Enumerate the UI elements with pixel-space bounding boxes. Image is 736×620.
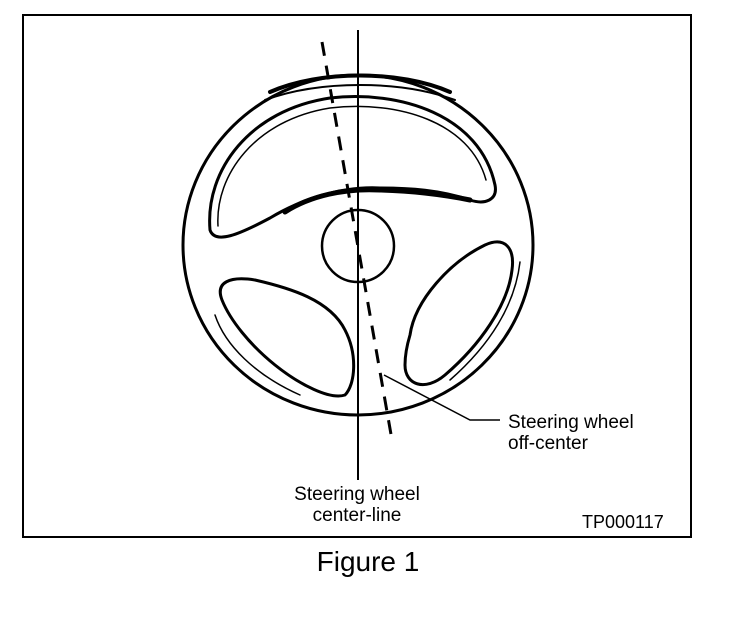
- off-center-label-line2: off-center: [508, 433, 588, 454]
- wheel-lower-left-opening: [218, 277, 356, 398]
- wheel-rim-highlight: [268, 73, 452, 94]
- wheel-lower-right-opening: [403, 240, 515, 386]
- off-center-label-line1: Steering wheel: [508, 412, 634, 433]
- off-center-label: Steering wheel off-center: [508, 412, 634, 454]
- figure-caption: Figure 1: [316, 546, 420, 577]
- center-line-label: Steering wheel center-line: [282, 484, 432, 526]
- off-center-line: [320, 41, 394, 441]
- center-line-label-line2: center-line: [312, 505, 402, 526]
- figure-code: TP000117: [582, 512, 664, 532]
- off-center-leader: [383, 374, 500, 421]
- figure-frame: [22, 14, 692, 538]
- center-line-label-line1: Steering wheel: [294, 484, 420, 505]
